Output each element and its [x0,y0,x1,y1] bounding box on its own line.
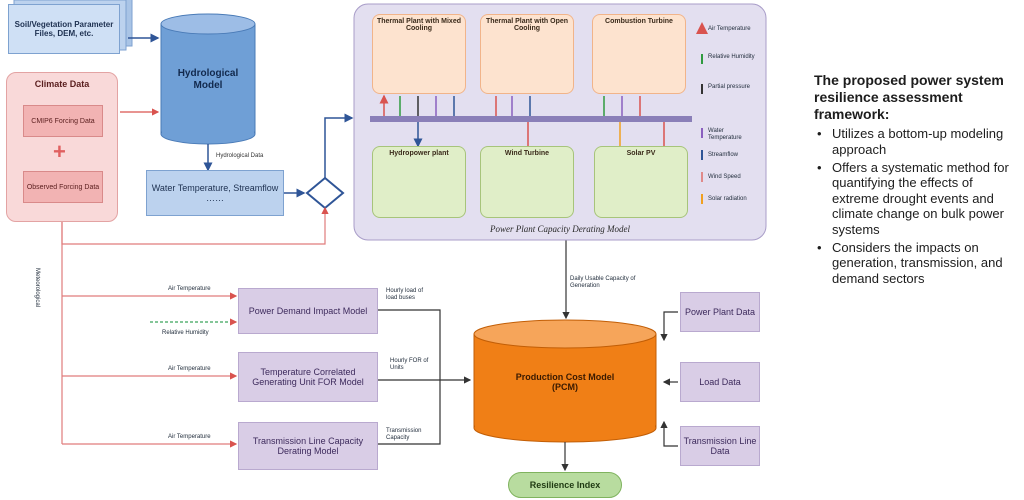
plus-icon: + [53,139,66,164]
pcm-label-line1: Production Cost Model [515,372,615,382]
transmission-model-box: Transmission Line Capacity Derating Mode… [238,422,378,470]
hourly-load-label: Hourly load of load buses [386,288,424,301]
resilience-index-label: Resilience Index [529,480,601,490]
merge-diamond [305,176,345,210]
solar-pv-box: Solar PV [594,146,688,218]
legend-wind-speed: Wind Speed [708,174,741,180]
pcm-label: Production Cost Model (PCM) [486,372,644,393]
cmip6-label: CMIP6 Forcing Data [31,117,95,125]
wind-turbine-box: Wind Turbine [480,146,574,218]
bus-bar [370,116,692,122]
air-temp-label-3: Air Temperature [168,434,211,440]
legend-rel-humidity: Relative Humidity [708,54,755,60]
hydrological-model-label: Hydrological Model [177,68,239,91]
side-bullet: Considers the impacts on generation, tra… [814,240,1022,287]
wind-turbine-label: Wind Turbine [504,150,550,157]
air-temp-label-2: Air Temperature [168,366,211,372]
legend-water-temp: Water Temperature [708,128,742,141]
linedata-to-pcm [660,420,678,447]
solar-pv-label: Solar PV [626,150,656,157]
transmission-capacity-label: Transmission Capacity [386,428,422,441]
legend-pressure: Partial pressure [708,84,751,90]
derating-title: Power Plant Capacity Derating Model [490,224,630,234]
pcm-label-line2: (PCM) [552,382,578,393]
temp-correlated-box: Temperature Correlated Generating Unit F… [238,352,378,402]
temp-correlated-label: Temperature Correlated Generating Unit F… [252,367,364,387]
hydrological-model-cylinder [160,13,256,145]
legend-air-temp: Air Temperature [708,26,751,32]
meteorological-label: Meteorological [34,268,40,308]
load-data-box: Load Data [680,362,760,402]
hourly-for-label: Hourly FOR of Units [390,358,429,371]
climate-data-box: Climate Data CMIP6 Forcing Data + Observ… [6,72,118,222]
hydropower-label: Hydropower plant [389,150,449,157]
thermal-mixed-box: Thermal Plant with Mixed Cooling [372,14,466,94]
side-panel: The proposed power system resilience ass… [814,72,1022,288]
thermal-open-box: Thermal Plant with Open Cooling [480,14,574,94]
legend-streamflow: Streamflow [708,152,739,158]
air-temp-label-1: Air Temperature [168,286,211,292]
side-bullet-list: Utilizes a bottom-up modeling approach O… [814,126,1022,286]
observed-box: Observed Forcing Data [23,171,103,203]
daily-capacity-label: Daily Usable Capacity of Generation [570,276,636,289]
top-plant-arrows [379,94,641,116]
water-temperature-box: Water Temperature, Streamflow …… [146,170,284,216]
climate-data-title: Climate Data [34,79,90,89]
pcm-cylinder [473,319,657,443]
diamond-to-derating-arrow [324,113,354,178]
soil-parameters-label: Soil/Vegetation Parameter Files, DEM, et… [14,20,114,38]
hydropower-box: Hydropower plant [372,146,466,218]
power-demand-label: Power Demand Impact Model [248,306,368,316]
hydrological-data-label: Hydrological Data [216,153,264,159]
transmission-to-pcm-line [378,380,441,445]
plantdata-to-pcm [660,311,678,342]
legend-solar-rad: Solar radiation [708,196,747,202]
observed-label: Observed Forcing Data [26,183,100,191]
relative-humidity-label: Relative Humidity [162,330,209,336]
power-plant-data-box: Power Plant Data [680,292,760,332]
combustion-label: Combustion Turbine [605,18,673,25]
power-plant-data-label: Power Plant Data [684,307,756,317]
thermal-mixed-label: Thermal Plant with Mixed Cooling [376,18,461,32]
transmission-line-data-label: Transmission Line Data [683,436,757,456]
demand-to-pcm-line [378,309,441,380]
power-demand-box: Power Demand Impact Model [238,288,378,334]
transmission-model-label: Transmission Line Capacity Derating Mode… [252,436,364,456]
transmission-line-data-box: Transmission Line Data [680,426,760,466]
soil-parameters-box: Soil/Vegetation Parameter Files, DEM, et… [8,4,120,54]
combustion-box: Combustion Turbine [592,14,686,94]
bottom-plant-arrows [413,122,665,148]
side-bullet: Offers a systematic method for quantifyi… [814,160,1022,238]
load-data-label: Load Data [699,377,741,387]
cmip6-box: CMIP6 Forcing Data [23,105,103,137]
side-bullet: Utilizes a bottom-up modeling approach [814,126,1022,157]
thermal-open-label: Thermal Plant with Open Cooling [485,18,569,32]
side-title: The proposed power system resilience ass… [814,72,1004,122]
water-temperature-label: Water Temperature, Streamflow …… [151,183,279,203]
resilience-index-box: Resilience Index [508,472,622,498]
